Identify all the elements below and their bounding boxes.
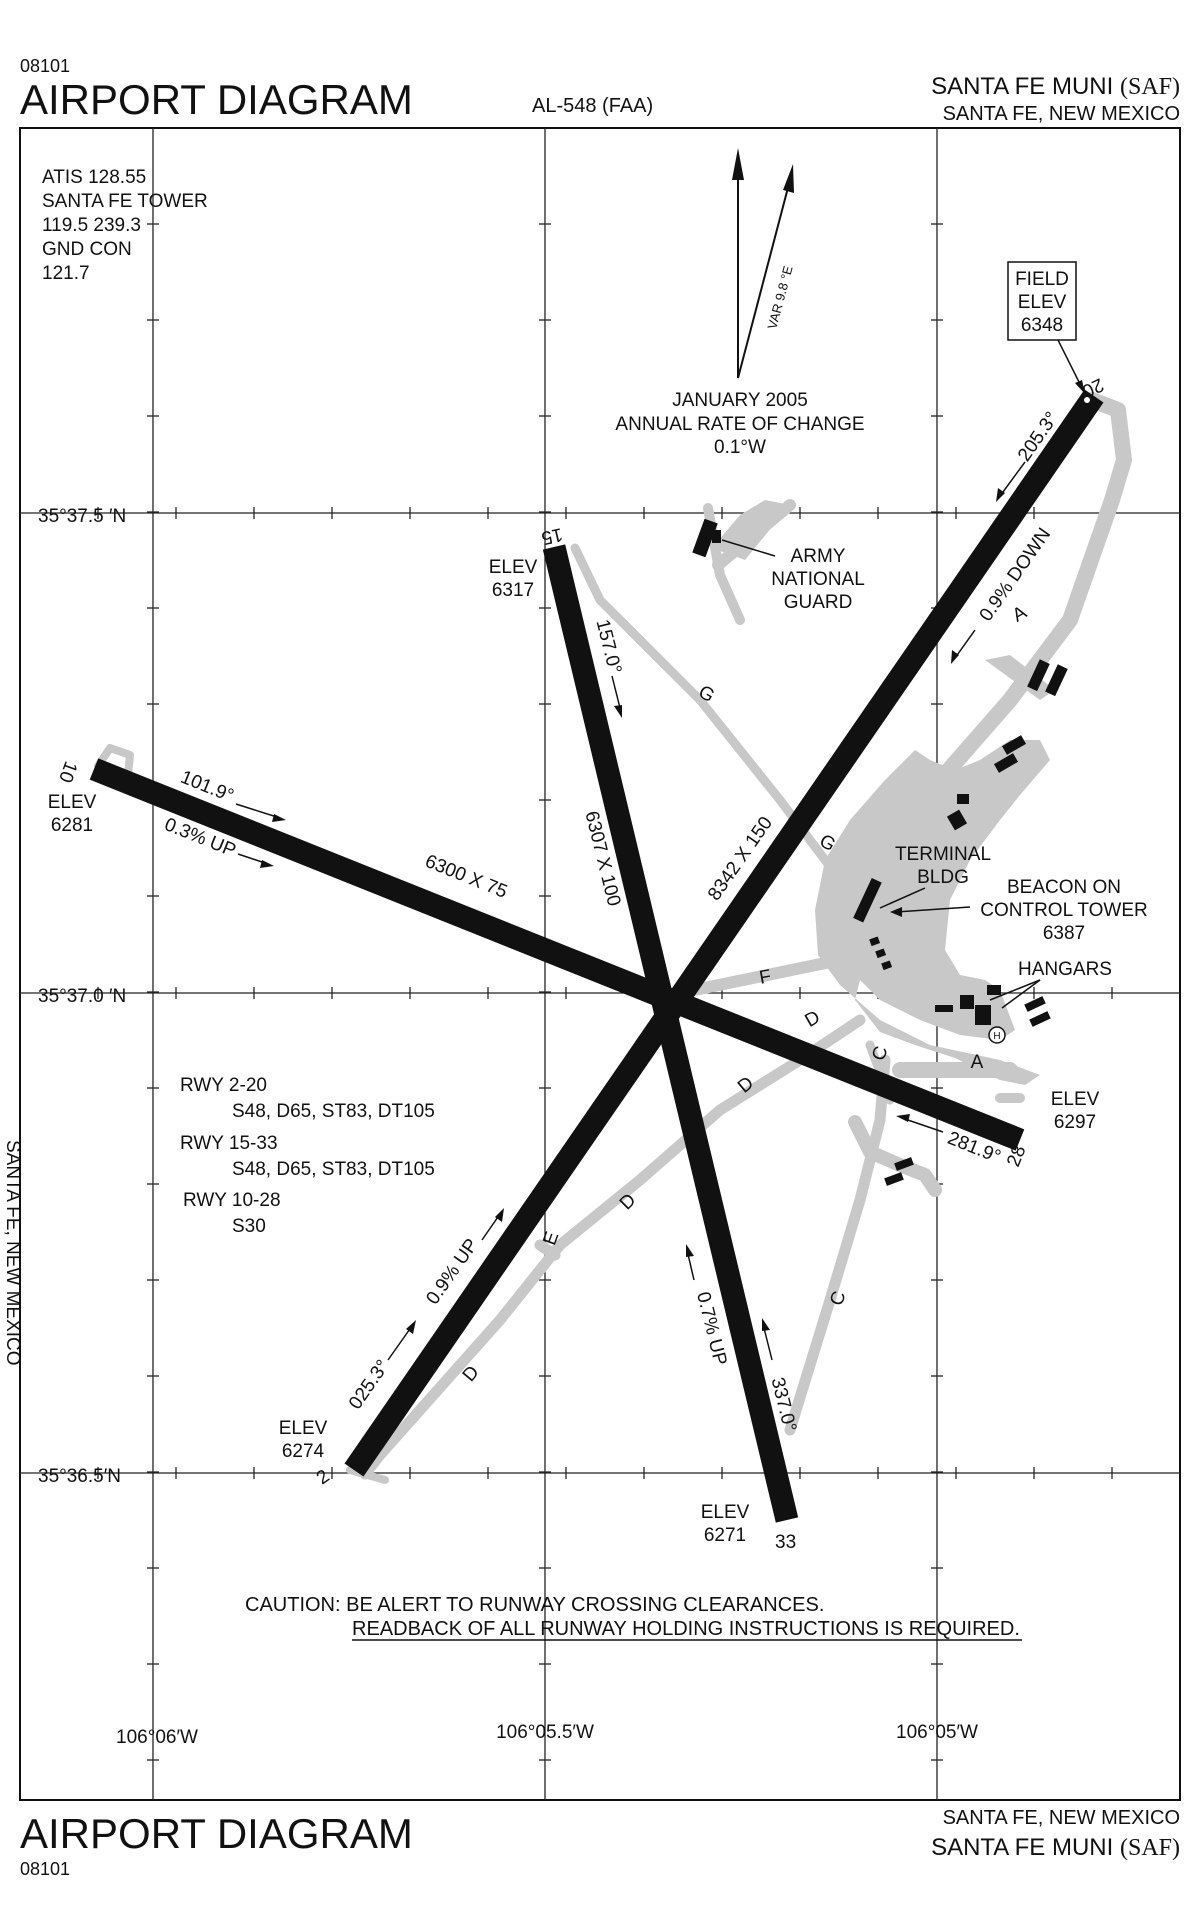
runway-end-2: 2	[313, 1466, 334, 1489]
elev-10-label: ELEV	[48, 792, 97, 813]
north-arrow-icon	[732, 148, 744, 378]
header-title: AIRPORT DIAGRAM	[20, 76, 413, 123]
magnetic-date: JANUARY 2005	[672, 390, 808, 411]
terminal-leader	[879, 887, 926, 909]
footer-code: 08101	[20, 1859, 70, 1879]
side-margin-text: SANTA FE, NEW MEXICO	[2, 1140, 23, 1366]
strength-rwy-2-20-values: S48, D65, ST83, DT105	[232, 1101, 435, 1122]
lat-label-1: 35°37.5 ′N	[38, 506, 126, 527]
army-guard-label-3: GUARD	[784, 592, 853, 613]
strength-rwy-2-20: RWY 2-20	[180, 1075, 267, 1096]
beacon-label-2: CONTROL TOWER	[980, 900, 1148, 921]
lon-label-2: 106°05.5′W	[496, 1722, 594, 1743]
guard-apron	[712, 500, 790, 560]
heading-337-arrow	[762, 1318, 773, 1361]
diagram-frame	[19, 127, 1181, 1801]
beacon-leader	[895, 906, 971, 913]
field-elev-arrow	[1075, 380, 1085, 394]
magnetic-rate-value: 0.1°W	[714, 437, 766, 458]
magnetic-variation: VAR 9.8 °E	[764, 264, 795, 331]
army-guard-leader	[721, 539, 776, 557]
lat-label-3: 35°36.5′N	[38, 1466, 121, 1487]
field-elev-point	[1084, 397, 1090, 403]
runway-end-15: 15	[539, 523, 564, 548]
taxiway-a-south: A	[971, 1052, 984, 1073]
elev-28-value: 6297	[1054, 1112, 1096, 1133]
hangars-label: HANGARS	[1018, 959, 1112, 980]
taxiway-a-north: A	[1009, 602, 1031, 627]
header-airport-name: SANTA FE MUNI (SAF)	[931, 73, 1180, 100]
comms-ground-freq: 121.7	[42, 263, 90, 284]
slope-rwy-20-arrow	[951, 629, 976, 664]
footer-airport-name: SANTA FE MUNI (SAF)	[931, 1834, 1180, 1861]
header-location: SANTA FE, NEW MEXICO	[943, 103, 1180, 125]
taxiway-f: F	[758, 966, 773, 989]
field-elev-leader	[1057, 339, 1083, 389]
heading-205-arrow	[996, 461, 1026, 502]
elev-33-value: 6271	[704, 1525, 746, 1546]
comms-ground: GND CON	[42, 239, 132, 260]
taxiway-d-1: D	[802, 1007, 824, 1032]
slope-rwy-10-arrow	[237, 853, 274, 868]
caution-line-1: CAUTION: BE ALERT TO RUNWAY CROSSING CLE…	[245, 1594, 824, 1616]
hangars-leader-1	[989, 979, 1041, 1001]
heliport-icon	[988, 1026, 1006, 1044]
terminal-label-1: TERMINAL	[895, 844, 991, 865]
heading-157-arrow	[611, 675, 622, 718]
strength-rwy-10-28: RWY 10-28	[183, 1190, 281, 1211]
terminal-label-2: BLDG	[917, 867, 969, 888]
caution-line-2: READBACK OF ALL RUNWAY HOLDING INSTRUCTI…	[352, 1618, 1020, 1640]
lon-label-3: 106°05′W	[896, 1722, 978, 1743]
army-guard-label-2: NATIONAL	[771, 569, 865, 590]
beacon-arrow	[890, 907, 902, 917]
slope-rwy-2-arrow	[481, 1208, 504, 1241]
buildings	[692, 518, 1068, 1186]
strength-rwy-10-28-values: S30	[232, 1216, 266, 1237]
heading-025-arrow	[387, 1320, 416, 1361]
runway-end-33: 33	[775, 1532, 796, 1553]
elev-2-label: ELEV	[279, 1418, 328, 1439]
magnetic-north-arrow-icon	[737, 164, 794, 379]
comms-tower: SANTA FE TOWER	[42, 191, 208, 212]
elev-28-label: ELEV	[1051, 1089, 1100, 1110]
beacon-label-1: BEACON ON	[1007, 877, 1121, 898]
runway-end-10: 10	[54, 758, 81, 785]
field-elev-box	[1007, 261, 1077, 341]
comms-tower-freq: 119.5 239.3	[42, 215, 141, 236]
runways	[89, 389, 1104, 1523]
heading-281-arrow	[896, 1114, 944, 1133]
taxiway-c-south: C	[826, 1288, 850, 1308]
runway-15-33	[542, 544, 799, 1523]
elev-33-label: ELEV	[701, 1502, 750, 1523]
footer-location: SANTA FE, NEW MEXICO	[943, 1807, 1180, 1829]
army-guard-label-1: ARMY	[791, 546, 846, 567]
heliport-label: H	[993, 1031, 1000, 1042]
comms-atis: ATIS 128.55	[42, 167, 146, 188]
slope-rwy-33-arrow	[686, 1244, 695, 1281]
taxiway-c-north: C	[868, 1043, 892, 1063]
field-elev-label-2: ELEV	[1018, 292, 1067, 313]
beacon-label-3: 6387	[1043, 923, 1085, 944]
hangars-leader-2	[1001, 979, 1041, 1009]
elev-10-value: 6281	[51, 815, 93, 836]
elev-2-value: 6274	[282, 1441, 325, 1462]
strength-rwy-15-33: RWY 15-33	[180, 1133, 278, 1154]
header-code: 08101	[20, 56, 70, 76]
lat-label-2: 35°37.0 ′N	[38, 986, 126, 1007]
magnetic-rate-label: ANNUAL RATE OF CHANGE	[615, 414, 864, 435]
field-elev-value: 6348	[1021, 315, 1063, 336]
chart-id: AL-548 (FAA)	[532, 95, 653, 117]
field-elev-label-1: FIELD	[1015, 269, 1069, 290]
lon-label-1: 106°06′W	[116, 1727, 198, 1748]
elev-15-value: 6317	[492, 580, 534, 601]
footer-title: AIRPORT DIAGRAM	[20, 1810, 413, 1857]
heading-101-arrow	[235, 803, 286, 822]
runway-10-28	[89, 758, 1025, 1151]
strength-rwy-15-33-values: S48, D65, ST83, DT105	[232, 1159, 435, 1180]
runway-2-20	[344, 389, 1104, 1477]
elev-15-label: ELEV	[489, 557, 538, 578]
